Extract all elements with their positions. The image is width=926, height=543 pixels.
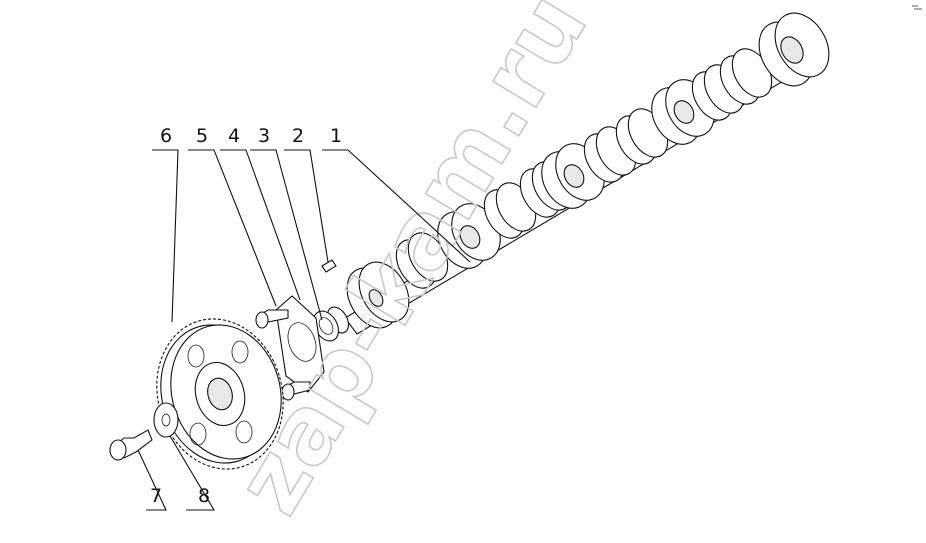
callout-8: 8 [169, 435, 215, 511]
callout-label-6: 6 [160, 125, 172, 147]
callout-3: 3 [250, 125, 323, 321]
callout-label-1: 1 [330, 125, 342, 147]
camshaft-lobes [346, 12, 830, 329]
callout-7: 7 [137, 449, 167, 511]
callout-label-5: 5 [196, 125, 208, 147]
callout-label-7: 7 [150, 485, 162, 507]
washer [153, 402, 179, 438]
callout-label-2: 2 [292, 125, 304, 147]
callout-1: 1 [322, 125, 471, 263]
corner-mark [912, 5, 922, 10]
gear-bolt [109, 429, 153, 461]
camshaft [326, 12, 830, 335]
thrust-flange [275, 295, 325, 393]
callout-5: 5 [188, 125, 277, 307]
woodruff-key [321, 259, 337, 273]
callouts: 1 2 3 4 5 6 7 [137, 125, 471, 511]
callout-label-8: 8 [198, 485, 210, 507]
spacer-ring [313, 310, 339, 342]
flange-bolts [255, 309, 311, 401]
callout-6: 6 [152, 125, 179, 323]
callout-label-4: 4 [228, 125, 240, 147]
callout-label-3: 3 [258, 125, 270, 147]
callout-2: 2 [284, 125, 329, 263]
watermark: zap-kam.ru [215, 0, 608, 531]
callout-4: 4 [220, 125, 301, 301]
